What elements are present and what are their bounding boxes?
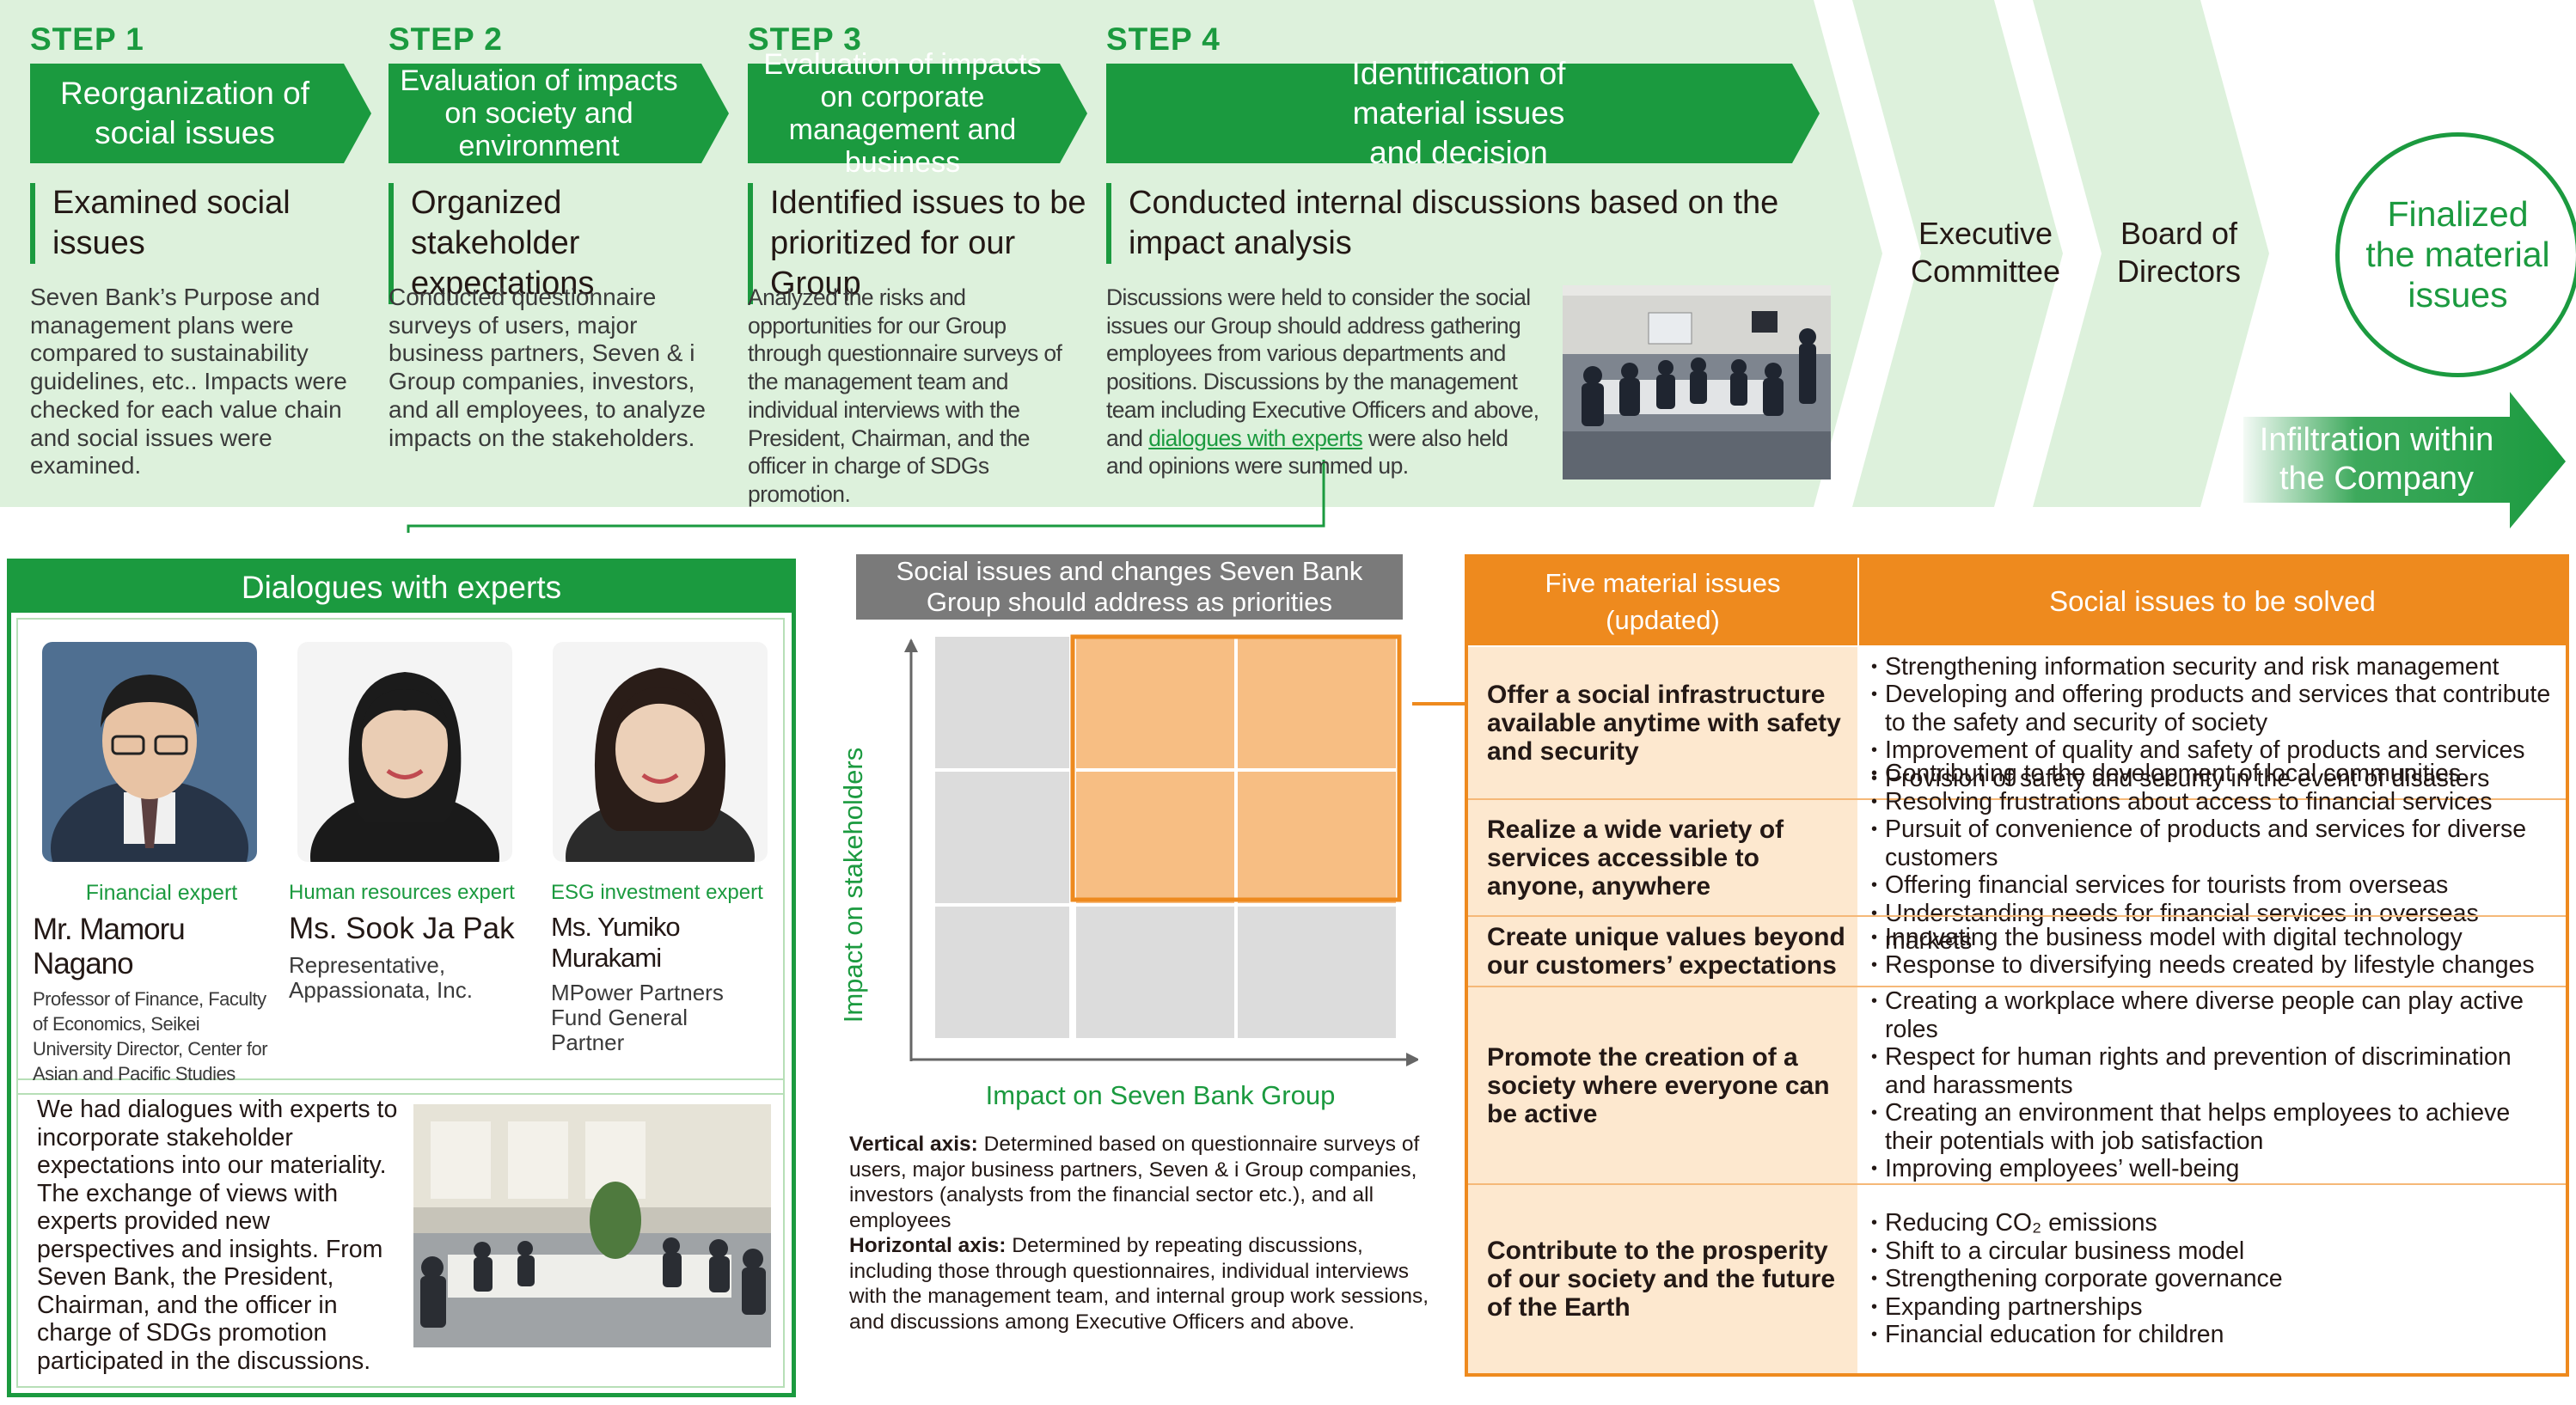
finalized-circle: Finalized the material issues <box>2335 132 2576 377</box>
social-issue-item: Financial education for children <box>1871 1321 2557 1349</box>
matrix-cell-priority <box>1238 772 1396 903</box>
social-issue-item: Creating an environment that helps emplo… <box>1871 1099 2557 1155</box>
social-issue-item: Expanding partnerships <box>1871 1293 2557 1322</box>
executive-committee: Executive Committee <box>1910 216 2061 289</box>
process-flow-background <box>0 0 2566 533</box>
step-1-label: STEP 1 <box>30 21 144 57</box>
social-issue-item: Improving employees’ well-being <box>1871 1155 2557 1183</box>
step-2-subhead: Organized stakeholder expectations <box>389 183 732 304</box>
step-1-title: Reorganization of social issues <box>59 76 310 150</box>
experts-title: Dialogues with experts <box>11 563 792 613</box>
social-issues-list: Creating a workplace where diverse peopl… <box>1859 987 2566 1183</box>
material-row: Create unique values beyond our customer… <box>1468 917 2566 987</box>
portrait-murakami <box>553 642 768 862</box>
step-4-label: STEP 4 <box>1106 21 1221 57</box>
material-row: Offer a social infrastructure available … <box>1468 647 2566 800</box>
material-issue: Create unique values beyond our customer… <box>1468 917 1857 986</box>
step-1-text: Seven Bank’s Purpose and management plan… <box>30 284 347 480</box>
matrix-cell <box>935 772 1069 903</box>
experts-panel: Dialogues with experts Financial expert … <box>7 559 796 1397</box>
matrix-x-label: Impact on Seven Bank Group <box>985 1080 1336 1110</box>
material-row: Realize a wide variety of services acces… <box>1468 760 2566 955</box>
expert-murakami: ESG investment expert Ms. Yumiko Murakam… <box>551 881 763 1055</box>
social-issues-list: Innovating the business model with digit… <box>1859 917 2566 986</box>
social-issue-item: Respect for human rights and prevention … <box>1871 1043 2557 1099</box>
step-2-text: Conducted questionnaire surveys of users… <box>389 284 706 451</box>
social-issue-item: Offering financial services for tourists… <box>1871 871 2557 900</box>
step-3-title: Evaluation of impacts on corporate manag… <box>763 48 1042 179</box>
meeting-photo <box>1563 285 1831 480</box>
matrix-y-label: Impact on stakeholders <box>838 747 868 1023</box>
step-2-title: Evaluation of impacts on society and env… <box>400 64 678 162</box>
material-issue: Promote the creation of a society where … <box>1468 987 1857 1183</box>
matrix-cell <box>1076 907 1234 1038</box>
matrix-title: Social issues and changes Seven Bank Gro… <box>856 554 1403 620</box>
social-issue-item: Developing and offering products and ser… <box>1871 681 2557 736</box>
social-issue-item: Strengthening information security and r… <box>1871 653 2557 681</box>
experts-summary: We had dialogues with experts to incorpo… <box>37 1096 398 1375</box>
social-issue-item: Response to diversifying needs created b… <box>1871 951 2557 980</box>
step-4-subhead: Conducted internal discussions based on … <box>1106 183 1794 264</box>
matrix-notes: Vertical axis: Determined based on quest… <box>849 1132 1430 1335</box>
material-issues-table: Five material issues (updated) Social is… <box>1465 554 2569 1377</box>
matrix-cell-priority <box>1076 637 1234 768</box>
material-issue: Contribute to the prosperity of our soci… <box>1468 1185 1857 1373</box>
portrait-pak <box>297 642 512 862</box>
material-issue: Offer a social infrastructure available … <box>1468 647 1857 798</box>
social-issues-list: Contributing to the development of local… <box>1859 760 2566 955</box>
matrix-cell <box>1238 907 1396 1038</box>
step-3-subhead: Identified issues to be prioritized for … <box>748 183 1092 304</box>
social-issue-item: Contributing to the development of local… <box>1871 760 2557 788</box>
matrix-table-connector <box>1412 702 1465 706</box>
priority-matrix <box>904 634 1418 1066</box>
horizontal-axis-note: Horizontal axis: Determined by repeating… <box>849 1234 1429 1334</box>
experts-meeting-photo <box>413 1104 771 1347</box>
social-issue-item: Innovating the business model with digit… <box>1871 924 2557 952</box>
material-row: Contribute to the prosperity of our soci… <box>1468 1185 2566 1373</box>
step-3-label: STEP 3 <box>748 21 862 57</box>
step-4-text: Discussions were held to consider the so… <box>1106 284 1539 480</box>
social-issue-item: Strengthening corporate governance <box>1871 1265 2557 1293</box>
portrait-nagano <box>42 642 257 862</box>
material-row: Promote the creation of a society where … <box>1468 987 2566 1185</box>
step-1-subhead: Examined social issues <box>30 183 374 264</box>
social-issue-item: Creating a workplace where diverse peopl… <box>1871 987 2557 1043</box>
matrix-cell <box>935 907 1069 1038</box>
social-issue-item: Shift to a circular business model <box>1871 1237 2557 1266</box>
vertical-axis-note: Vertical axis: Determined based on quest… <box>849 1133 1420 1232</box>
step-3-text: Analyzed the risks and opportunities for… <box>748 284 1062 507</box>
material-issue: Realize a wide variety of services acces… <box>1468 800 1857 915</box>
social-issue-item: Pursuit of convenience of products and s… <box>1871 816 2557 871</box>
social-issue-item: Reducing CO₂ emissions <box>1871 1209 2557 1237</box>
step-4-title: Identification of material issues and de… <box>1351 56 1566 170</box>
col-header-issues: Five material issues (updated) <box>1468 558 1857 645</box>
matrix-cell <box>935 637 1069 768</box>
expert-nagano: Financial expert Mr. Mamoru Nagano Profe… <box>33 881 268 1084</box>
social-issue-item: Resolving frustrations about access to f… <box>1871 788 2557 816</box>
col-header-social: Social issues to be solved <box>1859 558 2566 645</box>
social-issues-list: Reducing CO₂ emissionsShift to a circula… <box>1859 1185 2566 1373</box>
step-2-label: STEP 2 <box>389 21 503 57</box>
board-of-directors: Board of Directors <box>2116 216 2242 289</box>
matrix-cell-priority <box>1238 637 1396 768</box>
expert-pak: Human resources expert Ms. Sook Ja Pak R… <box>289 881 515 1003</box>
matrix-cell-priority <box>1076 772 1234 903</box>
infiltration-label: Infiltration within the Company <box>2259 422 2494 497</box>
dialogues-with-experts-link[interactable]: dialogues with experts <box>1148 425 1363 451</box>
